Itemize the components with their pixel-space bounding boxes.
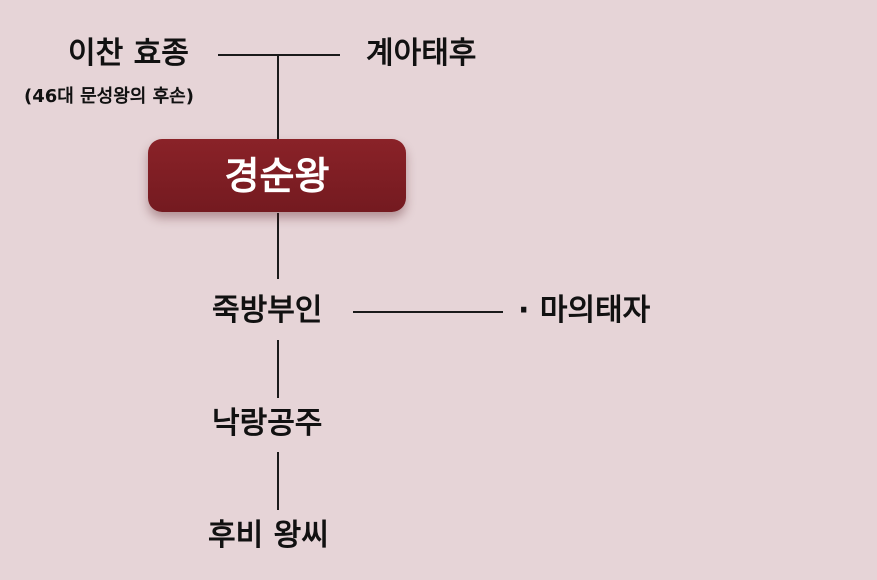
queen-name: 죽방부인 [212,293,323,328]
queen-to-son-line [353,311,503,313]
parents-to-king-line [277,54,279,140]
father-name: 이찬 효종 [68,36,189,71]
parents-connector [218,54,340,56]
king-box: 경순왕 [148,139,406,212]
king-to-queen-line [277,213,279,279]
queen-to-daughter-line [277,340,279,398]
king-name: 경순왕 [224,153,330,198]
son-name: · 마의태자 [518,293,651,328]
daughter-to-consort-line [277,452,279,510]
mother-name: 계아태후 [366,36,477,71]
consort-name: 후비 왕씨 [208,518,329,553]
father-note: (46대 문성왕의 후손) [24,86,194,107]
daughter-name: 낙랑공주 [212,406,323,441]
